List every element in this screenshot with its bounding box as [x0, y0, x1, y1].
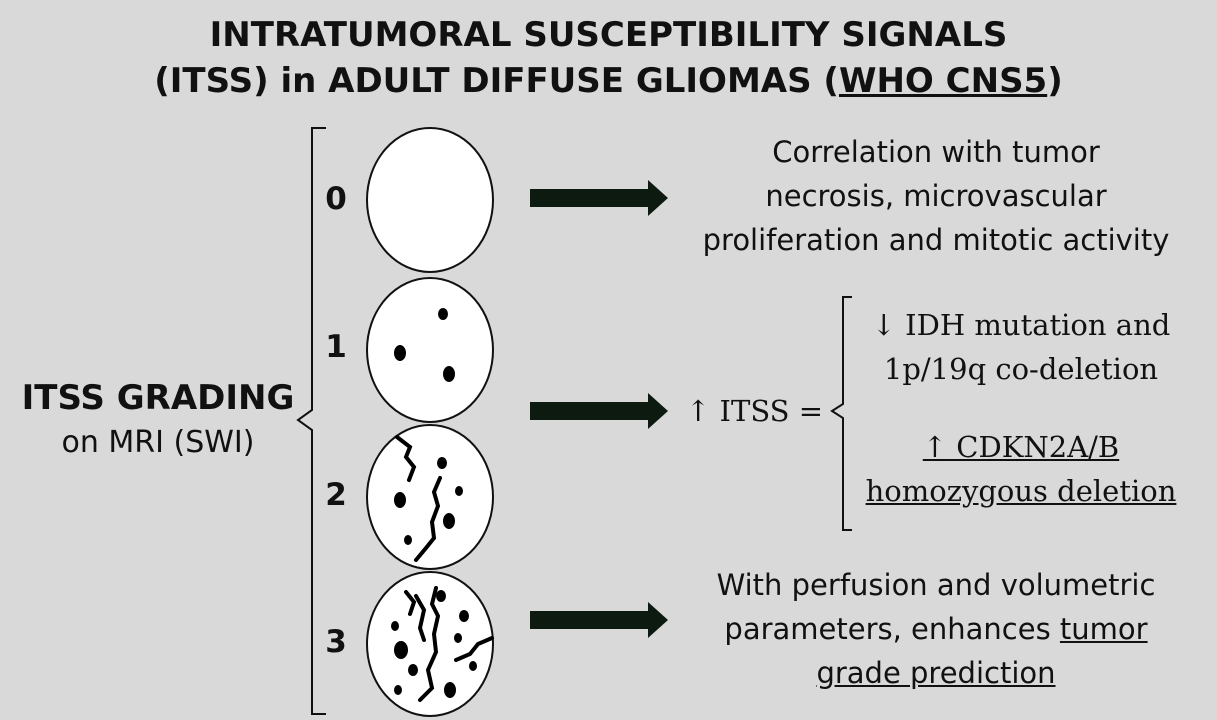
- outcome-bracket: [830, 296, 852, 531]
- idh-mutation-line: ↓ IDH mutation and: [871, 308, 1171, 342]
- title-line-1: INTRATUMORAL SUSCEPTIBILITY SIGNALS: [209, 15, 1008, 55]
- itss-grading-label: ITSS GRADING on MRI (SWI): [10, 374, 306, 464]
- outcome-top-text: Correlation with tumor necrosis, microva…: [676, 130, 1196, 262]
- outcome-bottom-line-1: With perfusion and volumetric: [716, 568, 1156, 602]
- grading-bracket: [296, 127, 326, 715]
- arrow-top: [530, 180, 668, 216]
- title-line-2-suffix: ): [1047, 61, 1063, 101]
- diagram-title: INTRATUMORAL SUSCEPTIBILITY SIGNALS (ITS…: [0, 12, 1217, 104]
- outcome-bottom-line-3: grade prediction: [816, 656, 1056, 690]
- outcome-bottom-line-2: parameters, enhances tumor: [676, 607, 1196, 651]
- itss-increase-label: ↑ ITSS =: [686, 394, 824, 428]
- grade-2-label: 2: [325, 477, 347, 513]
- outcome-top-line-2: necrosis, microvascular: [765, 179, 1107, 213]
- grade-1-label: 1: [325, 329, 347, 365]
- title-line-2-prefix: (ITSS) in ADULT DIFFUSE GLIOMAS (: [154, 61, 839, 101]
- grade-1-circle: [366, 277, 494, 423]
- outcome-middle-item-2: ↑ CDKN2A/B homozygous deletion: [846, 425, 1196, 513]
- grade-0-circle: [366, 127, 494, 273]
- arrow-bottom: [530, 602, 668, 638]
- grade-3-label: 3: [325, 624, 347, 660]
- arrow-middle: [530, 393, 668, 429]
- cdkn2ab-line: ↑ CDKN2A/B: [922, 430, 1120, 464]
- codeletion-line: 1p/19q co-deletion: [883, 352, 1159, 386]
- outcome-bottom-tumor: tumor: [1059, 612, 1148, 646]
- outcome-middle-item-1: ↓ IDH mutation and 1p/19q co-deletion: [856, 303, 1186, 391]
- title-who-cns5: WHO CNS5: [838, 61, 1048, 101]
- outcome-bottom-line-2-prefix: parameters, enhances: [724, 612, 1060, 646]
- title-line-2: (ITSS) in ADULT DIFFUSE GLIOMAS (WHO CNS…: [0, 58, 1217, 104]
- outcome-top-line-1: Correlation with tumor: [772, 135, 1100, 169]
- grade-3-circle: [366, 571, 494, 717]
- homozygous-deletion-line: homozygous deletion: [865, 474, 1177, 508]
- itss-grading-title: ITSS GRADING: [21, 378, 295, 418]
- outcome-bottom-text: With perfusion and volumetric parameters…: [676, 563, 1196, 695]
- grade-2-circle: [366, 424, 494, 570]
- outcome-top-line-3: proliferation and mitotic activity: [702, 223, 1170, 257]
- grade-0-label: 0: [325, 181, 347, 217]
- itss-grading-subtitle: on MRI (SWI): [61, 425, 255, 460]
